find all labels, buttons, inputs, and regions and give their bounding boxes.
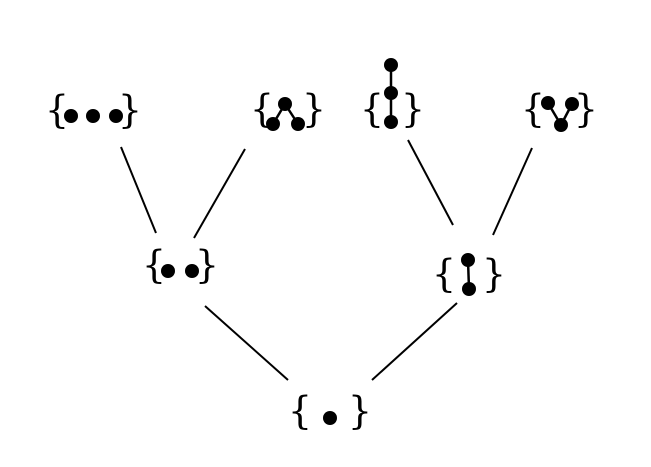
left-brace: { (360, 87, 384, 131)
right-brace: } (482, 252, 506, 296)
element-dot (554, 118, 568, 132)
edge-three-antichain-to-two-antichain (120, 146, 157, 234)
element-dot (278, 97, 292, 111)
element-dot (86, 109, 100, 123)
node-one-point: {} (288, 389, 372, 433)
node-wedge-up: {} (250, 87, 326, 131)
element-dot (266, 117, 280, 131)
right-brace: } (574, 87, 598, 131)
node-two-antichain: {} (142, 243, 219, 287)
element-dot (64, 109, 78, 123)
edge-two-chain-to-one-point (371, 302, 458, 381)
node-three-chain: {} (360, 58, 425, 131)
left-brace: { (288, 389, 312, 433)
element-dot (291, 117, 305, 131)
right-brace: } (302, 87, 326, 131)
right-brace: } (118, 88, 142, 132)
left-brace: { (45, 88, 69, 132)
right-brace: } (195, 243, 219, 287)
left-brace: { (432, 252, 456, 296)
element-dot (185, 264, 199, 278)
edge-wedge-down-to-two-chain (492, 147, 533, 236)
left-brace: { (142, 243, 166, 287)
element-dot (323, 411, 337, 425)
edge-two-antichain-to-one-point (204, 305, 289, 381)
element-dot (109, 109, 123, 123)
element-dot (384, 86, 398, 100)
element-dot (462, 282, 476, 296)
right-brace: } (401, 87, 425, 131)
node-two-chain: {} (432, 252, 506, 296)
element-dot (461, 253, 475, 267)
node-wedge-down: {} (521, 87, 598, 132)
element-dot (384, 115, 398, 129)
element-dot (161, 264, 175, 278)
edge-wedge-up-to-two-antichain (193, 148, 246, 239)
left-brace: { (521, 87, 545, 131)
edge-three-chain-to-two-chain (407, 139, 454, 226)
right-brace: } (348, 389, 372, 433)
element-dot (565, 97, 579, 111)
element-dot (541, 96, 555, 110)
element-dot (384, 58, 398, 72)
hasse-edges (120, 139, 533, 381)
hasse-nodes: {}{}{}{}{}{}{} (45, 58, 598, 433)
node-three-antichain: {} (45, 88, 142, 132)
